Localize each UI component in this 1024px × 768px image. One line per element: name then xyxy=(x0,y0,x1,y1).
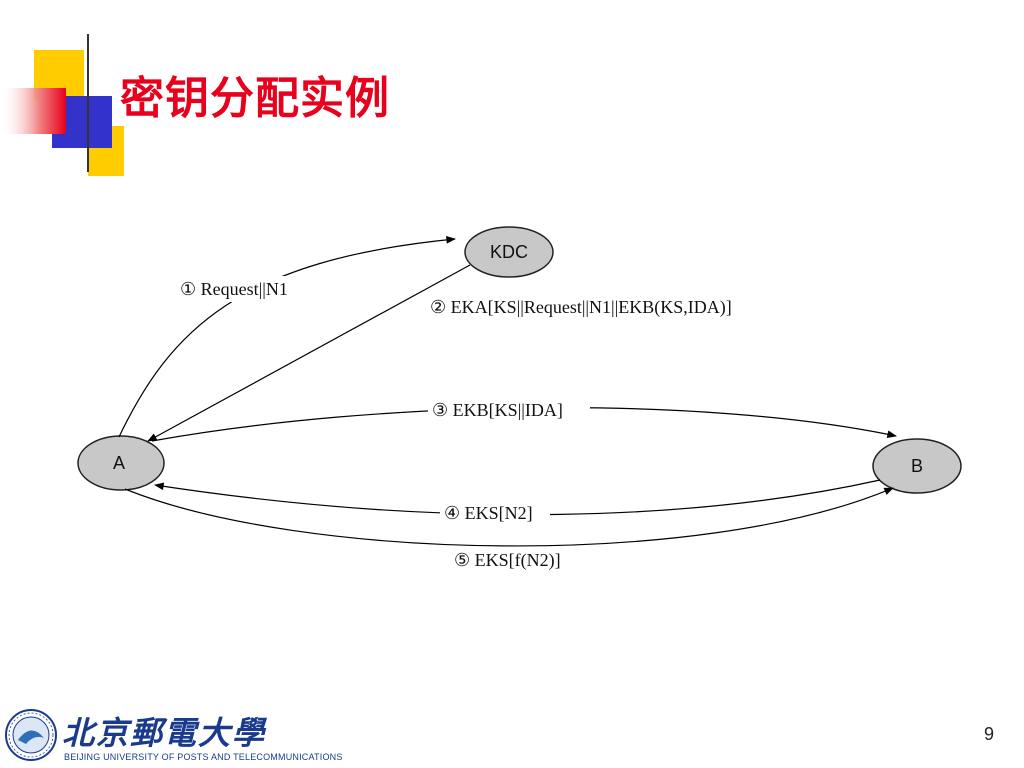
node-a-label: A xyxy=(113,453,125,473)
label-message-1: ① Request||N1 xyxy=(180,279,288,299)
arrow-message-5 xyxy=(124,487,894,547)
label-message-4: ④ EKS[N2] xyxy=(444,503,533,523)
arrow-message-1 xyxy=(118,236,456,438)
label-message-3: ③ EKB[KS||IDA] xyxy=(432,400,563,420)
label-message-2: ② EKA[KS||Request||N1||EKB(KS,IDA)] xyxy=(430,297,732,318)
university-seal-icon xyxy=(4,708,58,766)
arrow-message-2 xyxy=(147,264,471,442)
university-name-chinese: 北京郵電大學 xyxy=(62,714,267,752)
node-a: A xyxy=(77,435,165,491)
node-b: B xyxy=(872,438,962,494)
arrow-message-4 xyxy=(154,479,881,516)
label-message-5: ⑤ EKS[f(N2)] xyxy=(454,550,561,571)
header-decoration xyxy=(0,0,1024,180)
node-b-label: B xyxy=(911,456,923,476)
node-kdc-label: KDC xyxy=(490,242,528,262)
university-name-english: BEIJING UNIVERSITY OF POSTS AND TELECOMM… xyxy=(64,752,343,762)
node-kdc: KDC xyxy=(464,226,554,278)
university-seal-graphic xyxy=(5,709,57,761)
header-decoration-graphic xyxy=(0,34,1024,176)
page-number: 9 xyxy=(983,724,994,744)
page-title: 密钥分配实例 xyxy=(120,73,390,124)
